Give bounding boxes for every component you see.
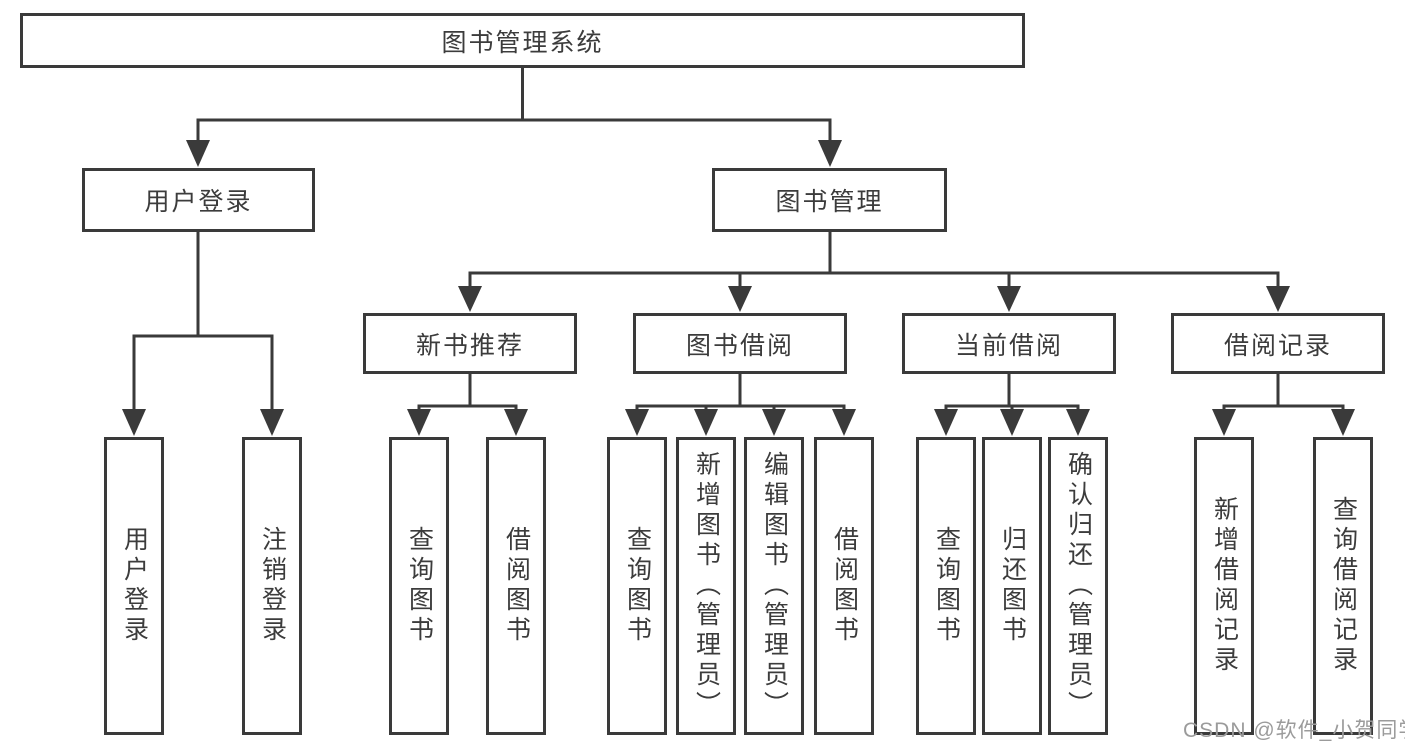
- leaf-query-books-current: 查询图书: [916, 437, 976, 735]
- arrowhead: [407, 409, 431, 436]
- connector-newbook-branch: [417, 404, 518, 414]
- connector-userlogin-branch: [132, 334, 274, 414]
- node-label: 查询借阅记录: [1329, 496, 1358, 676]
- node-label: 借阅图书: [502, 526, 531, 646]
- node-root: 图书管理系统: [20, 13, 1025, 68]
- node-label: 借阅记录: [1223, 331, 1332, 360]
- connector-borrow-branch: [635, 404, 846, 414]
- arrowhead: [625, 409, 649, 436]
- arrowhead: [694, 409, 718, 436]
- arrowhead: [1266, 286, 1290, 312]
- node-label: 新书推荐: [415, 331, 524, 360]
- arrowhead: [762, 409, 786, 436]
- node-label: 新增借阅记录: [1210, 496, 1239, 676]
- csdn-watermark: CSDN @软件_小贺同学: [1183, 719, 1405, 742]
- node-user-login: 用户登录: [82, 168, 315, 232]
- arrowhead: [1066, 409, 1090, 436]
- arrowhead: [504, 409, 528, 436]
- arrowhead: [1000, 409, 1024, 436]
- arrowhead: [832, 409, 856, 436]
- leaf-query-books-recommend: 查询图书: [389, 437, 449, 735]
- connector-root-branch: [196, 118, 832, 146]
- node-label: 当前借阅: [954, 331, 1063, 360]
- leaf-borrow-books: 借阅图书: [814, 437, 874, 735]
- leaf-query-borrow-record: 查询借阅记录: [1313, 437, 1373, 735]
- node-borrow-records: 借阅记录: [1171, 313, 1385, 374]
- node-label: 归还图书: [998, 526, 1027, 646]
- arrowhead: [934, 409, 958, 436]
- node-label: 编辑图书（管理员）: [760, 451, 789, 721]
- leaf-query-books-borrow: 查询图书: [607, 437, 667, 735]
- leaf-add-books-admin: 新增图书（管理员）: [676, 437, 736, 735]
- arrowhead: [1331, 409, 1355, 436]
- leaf-return-books: 归还图书: [982, 437, 1042, 735]
- connector-records-branch: [1222, 404, 1345, 414]
- leaf-add-borrow-record: 新增借阅记录: [1194, 437, 1254, 735]
- node-current-borrow: 当前借阅: [902, 313, 1116, 374]
- leaf-borrow-books-recommend: 借阅图书: [486, 437, 546, 735]
- node-label: 查询图书: [932, 526, 961, 646]
- arrowhead: [728, 286, 752, 312]
- leaf-logout: 注销登录: [242, 437, 302, 735]
- node-label: 图书管理系统: [441, 28, 604, 57]
- node-label: 查询图书: [623, 526, 652, 646]
- node-book-management: 图书管理: [712, 168, 947, 232]
- arrowhead: [458, 286, 482, 312]
- arrowhead: [997, 286, 1021, 312]
- node-label: 借阅图书: [830, 526, 859, 646]
- arrowhead: [1212, 409, 1236, 436]
- arrowhead: [122, 409, 146, 436]
- connector-bookmgmt-branch: [468, 271, 1280, 291]
- node-new-book-recommend: 新书推荐: [363, 313, 577, 374]
- node-book-borrow: 图书借阅: [633, 313, 847, 374]
- leaf-user-login: 用户登录: [104, 437, 164, 735]
- arrowhead: [186, 140, 210, 167]
- node-label: 图书借阅: [685, 331, 794, 360]
- arrowhead: [818, 140, 842, 167]
- node-label: 注销登录: [258, 526, 287, 646]
- node-label: 新增图书（管理员）: [692, 451, 721, 721]
- leaf-confirm-return-admin: 确认归还（管理员）: [1048, 437, 1108, 735]
- node-label: 用户登录: [144, 188, 253, 216]
- arrowhead: [260, 409, 284, 436]
- node-label: 确认归还（管理员）: [1064, 451, 1093, 721]
- node-label: 查询图书: [405, 526, 434, 646]
- node-label: 用户登录: [120, 526, 149, 646]
- node-label: 图书管理: [775, 188, 884, 216]
- leaf-edit-books-admin: 编辑图书（管理员）: [744, 437, 804, 735]
